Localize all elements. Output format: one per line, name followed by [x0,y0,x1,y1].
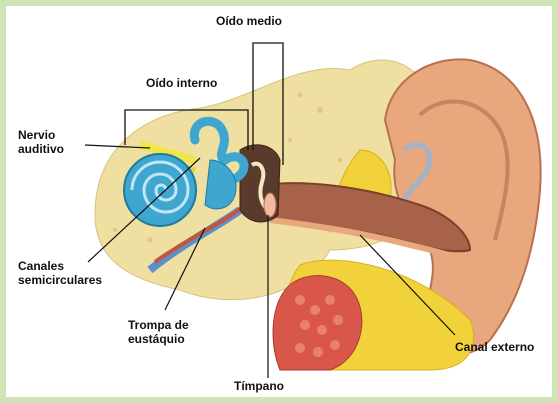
label-canales-semicirculares: Canales semicirculares [18,259,102,287]
label-oido-interno: Oído interno [146,76,217,90]
label-canal-externo: Canal externo [455,340,534,354]
label-timpano: Tímpano [234,379,284,393]
label-nervio-auditivo: Nervio auditivo [18,128,64,156]
label-oido-medio: Oído medio [216,14,282,28]
eardrum [264,193,276,217]
cochlea [124,154,196,226]
label-trompa-de-eustaquio: Trompa de eustáquio [128,318,189,346]
